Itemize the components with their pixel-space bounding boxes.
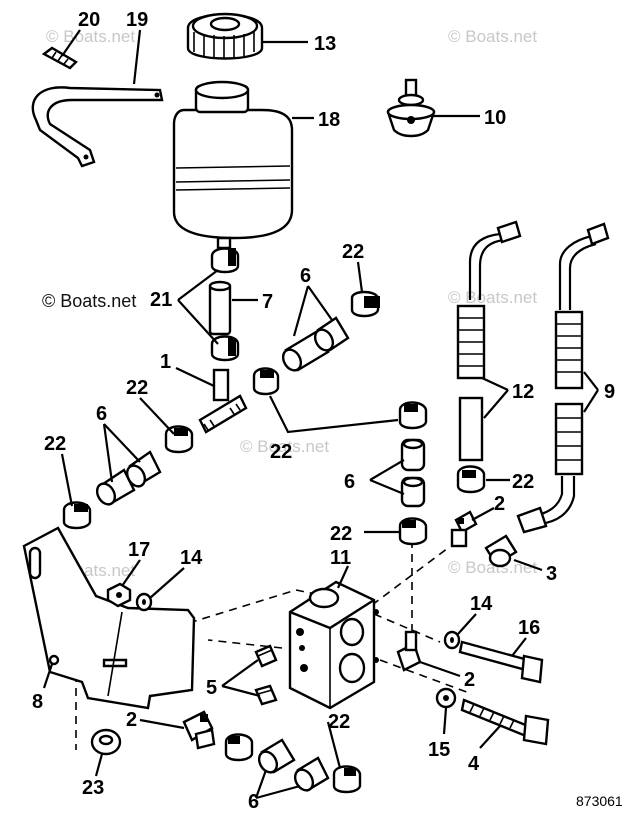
hose-part-6 [257, 738, 330, 792]
cap-part-13 [186, 12, 264, 60]
hose-part-6 [400, 438, 426, 508]
valve-block-part-11 [288, 580, 379, 710]
part-label-22: 22 [126, 377, 148, 399]
watermark: © Boats.net [448, 27, 537, 46]
hose-clamp-part-21-top [210, 247, 240, 274]
hose-clamp-part-22 [398, 517, 428, 546]
bolt-part-16 [458, 640, 544, 684]
nut-part-17 [106, 582, 132, 608]
part-label-1: 1 [160, 351, 171, 373]
part-label-17: 17 [128, 539, 150, 561]
washer-part-15 [435, 687, 457, 709]
part-label-6: 6 [248, 791, 259, 813]
part-label-13: 13 [314, 33, 336, 55]
part-label-19: 19 [126, 9, 148, 31]
part-label-22: 22 [512, 471, 534, 493]
part-label-14: 14 [180, 547, 203, 569]
hose-clamp-part-22 [456, 465, 486, 494]
part-label-12: 12 [512, 381, 534, 403]
hose-part-7 [208, 280, 232, 336]
part-label-2: 2 [494, 493, 505, 515]
reservoir-part-18 [172, 80, 294, 250]
part-label-11: 11 [330, 547, 351, 569]
hose-assembly-part-9 [516, 222, 610, 534]
hose-clamp-part-22 [62, 501, 92, 530]
strap-part-19 [31, 86, 164, 168]
part-label-16: 16 [518, 617, 540, 639]
fitting-part-5 [254, 684, 278, 706]
hose-part-6 [95, 450, 162, 506]
elbow-fitting-part-2 [182, 710, 216, 750]
vent-fitting-part-10 [386, 78, 436, 138]
hose-assembly-part-12 [456, 220, 522, 462]
hose-clamp-part-22 [224, 733, 254, 762]
watermark: © Boats.net [448, 288, 537, 307]
part-label-4: 4 [468, 753, 480, 775]
part-label-9: 9 [604, 381, 615, 403]
part-label-15: 15 [428, 739, 450, 761]
part-label-21: 21 [150, 289, 172, 311]
hose-clamp-part-21-bottom [210, 335, 240, 362]
watermark: © Boats.net [448, 558, 537, 577]
part-label-22: 22 [330, 523, 352, 545]
part-label-22: 22 [270, 441, 292, 463]
part-label-10: 10 [484, 107, 506, 129]
grommet-part-23 [90, 728, 122, 756]
elbow-fitting-part-2 [396, 630, 422, 672]
part-label-20: 20 [78, 9, 100, 31]
washer-part-14 [135, 592, 153, 612]
adapter-part-3 [484, 534, 518, 568]
hose-clamp-part-22 [350, 290, 380, 318]
watermark: © Boats.net [240, 437, 329, 456]
hose-clamp-part-22 [252, 367, 280, 396]
leader-lines [42, 29, 599, 800]
hose-part-6 [281, 316, 350, 372]
hose-clamp-part-22 [332, 765, 362, 794]
watermark: © Boats.net [42, 291, 136, 311]
part-label-3: 3 [546, 563, 557, 585]
screw-part-4 [460, 698, 550, 746]
part-label-7: 7 [262, 291, 273, 313]
part-label-5: 5 [206, 677, 217, 699]
part-label-14: 14 [470, 593, 493, 615]
washer-part-14 [443, 630, 461, 650]
elbow-fitting-part-2 [450, 510, 478, 548]
bracket-part-8 [22, 526, 196, 710]
hose-clamp-part-22 [398, 401, 428, 430]
catalog-number: 873061 [576, 793, 623, 809]
part-label-6: 6 [344, 471, 355, 493]
part-number-labels: 20 19 13 18 10 22 6 21 7 1 22 6 22 22 12… [32, 9, 615, 813]
part-label-2: 2 [126, 709, 137, 731]
part-label-2: 2 [464, 669, 475, 691]
part-label-18: 18 [318, 109, 340, 131]
tee-fitting-part-1 [198, 368, 248, 434]
part-label-6: 6 [300, 265, 311, 287]
part-label-23: 23 [82, 777, 104, 799]
part-label-8: 8 [32, 691, 43, 713]
watermark: © Boats.net [46, 27, 135, 46]
part-label-22: 22 [44, 433, 66, 455]
screw-part-20 [41, 46, 78, 70]
part-label-22: 22 [328, 711, 350, 733]
part-label-22: 22 [342, 241, 364, 263]
fitting-part-5 [254, 644, 278, 668]
part-label-6: 6 [96, 403, 107, 425]
